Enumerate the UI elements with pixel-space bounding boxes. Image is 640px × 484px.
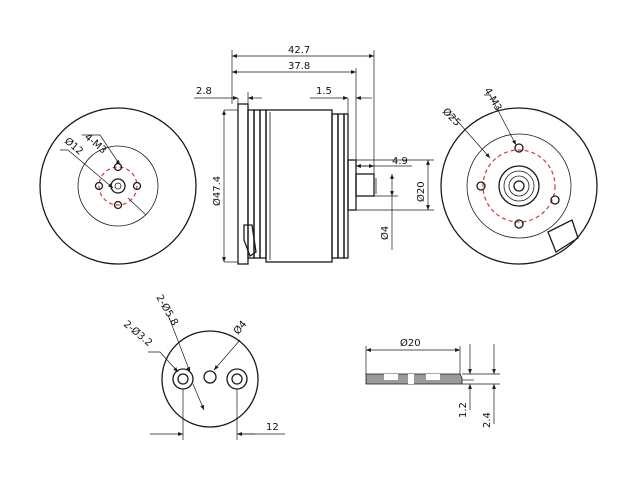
adapter-small-label: 2-Ø3.2 <box>121 318 155 349</box>
rear-outer-circle <box>440 107 598 265</box>
dim-motor-dia: Ø47.4 <box>211 176 223 206</box>
dim-shaft-gap: 1.5 <box>316 86 332 97</box>
front-pcd-circle <box>98 166 138 206</box>
front-outer-circle <box>39 107 197 265</box>
mount-boss <box>347 159 357 211</box>
washer-t2-label: 2.4 <box>482 412 493 428</box>
dim-total-length: 42.7 <box>288 45 310 56</box>
front-view: 4-M3 Ø12 <box>39 107 197 265</box>
adapter-center-hole <box>203 370 217 384</box>
front-bolt-hole <box>132 181 142 191</box>
front-bolt-hole <box>94 181 104 191</box>
adapter-outer <box>161 330 259 428</box>
wire-exit <box>243 224 257 257</box>
rear-bolt-label: 4-M3 <box>481 86 503 113</box>
rear-bolt-hole <box>514 219 524 229</box>
washer-dia-label: Ø20 <box>400 337 421 349</box>
adapter-hole-big <box>226 368 248 390</box>
shaft <box>355 173 375 197</box>
front-shaft-circle <box>110 178 126 194</box>
adapter-spacing-label: 12 <box>266 422 279 433</box>
dim-body-length: 37.8 <box>288 61 310 72</box>
rear-wire-exit <box>547 219 579 253</box>
adapter-view: 2-Ø3.2 2-Ø5.8 Ø4 12 <box>121 293 285 440</box>
dim-mount-dia: Ø20 <box>415 181 427 202</box>
washer-t1-label: 1.2 <box>458 402 469 418</box>
adapter-center-label: Ø4 <box>231 318 249 337</box>
rear-bolt-hole <box>476 181 486 191</box>
adapter-big-label: 2-Ø5.8 <box>153 293 180 328</box>
rear-pcd-label: Ø25 <box>440 106 463 129</box>
side-view: 42.7 37.8 2.8 1.5 Ø20 4.9 Ø4 Ø47.4 <box>194 45 434 265</box>
rear-view: 4-M3 Ø25 <box>440 86 598 265</box>
front-pcd-label: Ø12 <box>62 135 86 157</box>
dim-shaft-dia: Ø4 <box>379 226 391 240</box>
dim-flange-width: 2.8 <box>196 86 212 97</box>
motor-body <box>265 109 333 263</box>
rear-bolt-hole <box>514 143 524 153</box>
front-hub-circle <box>77 145 159 227</box>
rear-pcd-circle <box>482 149 556 223</box>
washer-view: Ø20 1.2 2.4 <box>365 337 500 428</box>
front-bolt-hole <box>113 200 123 210</box>
dim-shaft-ext: 4.9 <box>392 156 408 167</box>
rear-bolt-hole <box>550 195 560 205</box>
